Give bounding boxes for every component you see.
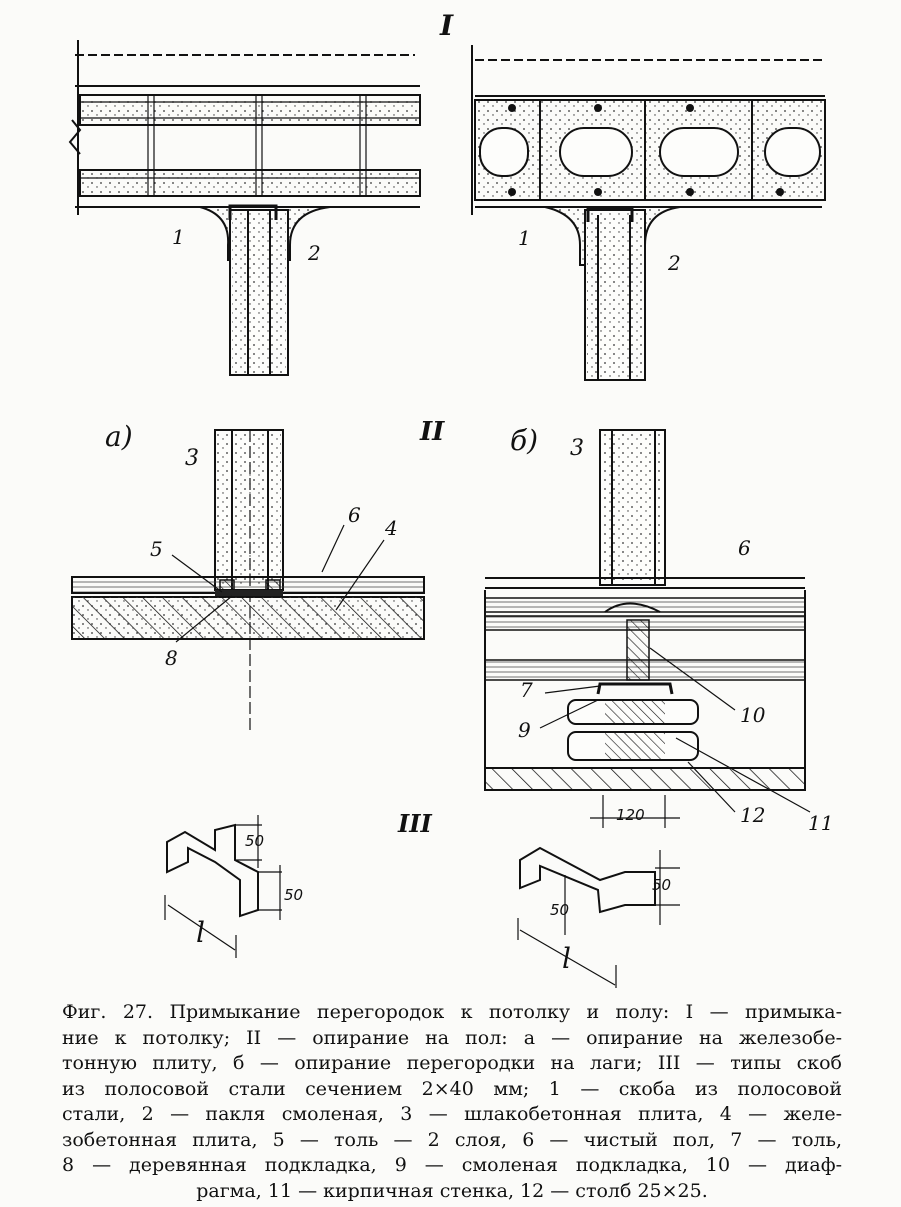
label-7-b: 7 bbox=[520, 678, 533, 702]
label-8-a: 8 bbox=[165, 646, 178, 670]
label-1-right: 1 bbox=[518, 226, 531, 250]
label-12-b: 12 bbox=[740, 803, 765, 827]
caption-line: зобетонная плита, 5 — толь — 2 слоя, 6 —… bbox=[62, 1128, 842, 1151]
caption-line: 8 — деревянная подкладка, 9 — смоленая п… bbox=[62, 1154, 842, 1176]
section-II-b bbox=[484, 429, 811, 828]
dim-50-right-bottom: 50 bbox=[550, 901, 569, 919]
sub-a-label: а) bbox=[105, 420, 133, 453]
label-9-b: 9 bbox=[518, 718, 531, 742]
section-II-label: II bbox=[419, 417, 445, 447]
dim-50-right-top: 50 bbox=[652, 876, 671, 894]
dim-120-label: 120 bbox=[616, 806, 645, 824]
caption-line: рагма, 11 — кирпичная стенка, 12 — столб… bbox=[196, 1179, 708, 1202]
caption-line: из полосовой стали сечением 2×40 мм; 1 —… bbox=[62, 1077, 842, 1100]
caption-line: стали, 2 — пакля смоленая, 3 — шлакобето… bbox=[62, 1103, 842, 1125]
label-1-left: 1 bbox=[172, 225, 185, 249]
dim-l-left: l bbox=[196, 916, 205, 949]
sub-b-label: б) bbox=[510, 424, 538, 457]
caption-line: ние к потолку; II — опирание на пол: а —… bbox=[62, 1026, 842, 1049]
caption-line: Фиг. 27. Примыкание перегородок к потолк… bbox=[62, 1001, 842, 1023]
label-3-a: 3 bbox=[185, 446, 199, 471]
label-10-b: 10 bbox=[740, 703, 766, 727]
label-6-a: 6 bbox=[348, 503, 361, 527]
section-III-staples bbox=[164, 815, 680, 988]
figure-caption: Фиг. 27. Примыкание перегородок к потолк… bbox=[62, 1000, 842, 1204]
dim-50-left-bottom: 50 bbox=[284, 886, 303, 904]
section-II-a bbox=[71, 429, 425, 730]
label-3-b: 3 bbox=[570, 436, 584, 461]
section-III-label: III bbox=[397, 809, 432, 838]
label-6-b: 6 bbox=[738, 536, 751, 560]
dim-50-left-top: 50 bbox=[245, 832, 264, 850]
label-5-a: 5 bbox=[150, 537, 163, 561]
section-I-right bbox=[471, 45, 826, 381]
label-4-a: 4 bbox=[384, 516, 398, 540]
caption-line: тонную плиту, б — опирание перегородки н… bbox=[62, 1052, 842, 1074]
dim-l-right: l bbox=[562, 942, 571, 975]
section-I-left bbox=[68, 40, 421, 376]
label-2-left: 2 bbox=[307, 241, 321, 265]
label-2-right: 2 bbox=[667, 251, 681, 275]
label-11-b: 11 bbox=[808, 811, 833, 835]
figure-drawing: I II III а) б) 1 2 1 2 3 6 4 5 8 3 6 7 9… bbox=[68, 9, 833, 988]
section-I-label: I bbox=[439, 9, 454, 42]
